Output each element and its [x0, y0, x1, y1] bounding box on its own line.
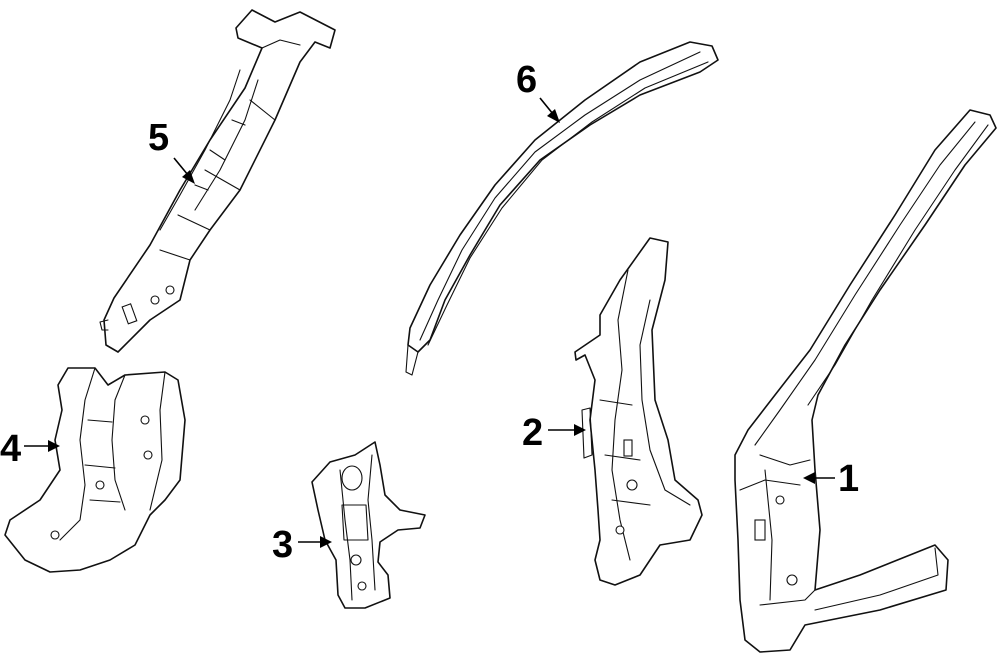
- part-5-pillar[interactable]: [99, 9, 336, 353]
- leader-4: [24, 440, 60, 452]
- callout-6: 6: [516, 59, 537, 101]
- callout-4: 4: [0, 428, 21, 470]
- part-1-front-pillar[interactable]: [734, 109, 997, 653]
- part-4-hinge-pillar[interactable]: [4, 367, 186, 573]
- part-6-roof-rail[interactable]: [405, 41, 719, 376]
- leader-1: [803, 472, 835, 484]
- leader-6: [539, 97, 560, 123]
- leader-5: [173, 157, 195, 184]
- leader-3: [298, 536, 332, 548]
- callout-2: 2: [522, 412, 543, 454]
- leader-2: [548, 424, 586, 436]
- callout-5: 5: [148, 117, 169, 159]
- callout-1: 1: [838, 458, 859, 500]
- part-3-bracket[interactable]: [311, 441, 426, 609]
- callout-3: 3: [272, 524, 293, 566]
- part-2-center-pillar[interactable]: [574, 237, 703, 586]
